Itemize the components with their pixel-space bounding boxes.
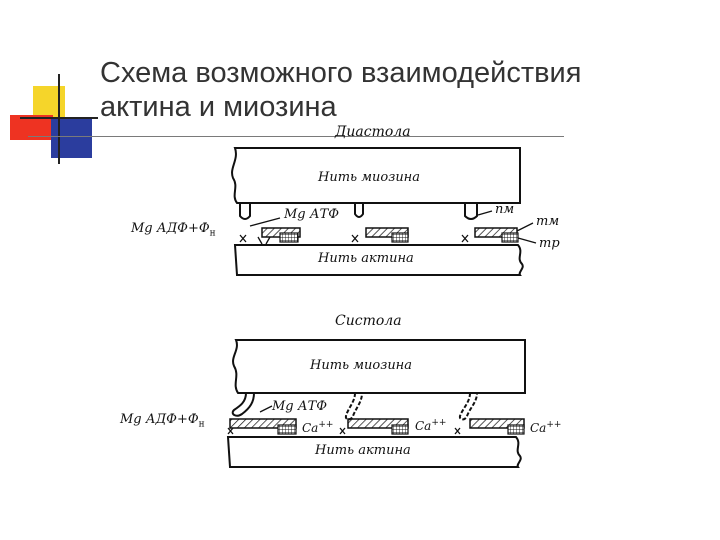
deco-horizontal-line [20, 117, 98, 119]
title-line-2: актина и миозина [100, 91, 337, 123]
ca-superscript: ++ [546, 420, 562, 430]
diastole-pointer-mgadf [249, 217, 281, 227]
deco-blue-square [51, 118, 92, 158]
systole-ca-label: Ca++ [530, 420, 561, 435]
systole-binding-site-mark [454, 427, 461, 435]
diastole-tr-label: тр [539, 236, 560, 251]
systole-myosin-filament [232, 339, 526, 394]
systole-mgadf-subscript: н [198, 419, 205, 430]
systole-ca-label: Ca++ [302, 420, 333, 435]
ca-text: Ca [415, 419, 432, 433]
systole-troponin-block [229, 418, 297, 435]
diastole-tm-label: тм [536, 214, 560, 229]
systole-diagram [226, 339, 526, 468]
diastole-myosin-filament [231, 147, 521, 204]
diastole-myosin-head [464, 203, 478, 220]
diastole-mgadf-label: Mg АДФ+Фн [131, 221, 216, 239]
systole-ca-label: Ca++ [415, 418, 446, 433]
diastole-myosin-head [239, 203, 251, 220]
systole-myosin-head [231, 392, 255, 417]
diastole-binding-site-mark [239, 234, 247, 243]
systole-actin-label: Нить актина [315, 443, 411, 458]
systole-pointer-mgatf [259, 405, 273, 413]
diastole-pointer-tm [516, 222, 534, 232]
systole-myosin-head [458, 392, 478, 421]
diastole-myosin-head [354, 203, 364, 218]
diastole-heading: Диастола [335, 124, 411, 140]
ca-text: Ca [530, 421, 547, 435]
diastole-troponin-block [257, 227, 301, 245]
deco-vertical-line [58, 74, 60, 164]
diastole-mgadf-subscript: н [209, 228, 216, 239]
diastole-actin-label: Нить актина [318, 251, 414, 266]
systole-binding-site-mark [339, 427, 346, 435]
ca-superscript: ++ [431, 418, 447, 428]
diastole-actin-filament [233, 244, 524, 276]
diastole-binding-site-mark [461, 234, 469, 243]
systole-mgadf-label: Mg АДФ+Фн [120, 412, 205, 430]
systole-myosin-label: Нить миозина [310, 358, 413, 373]
diastole-mgatf-label: Mg АТФ [284, 207, 340, 222]
deco-red-square [10, 115, 53, 140]
diastole-pointer-pm [477, 210, 493, 216]
slide-title: Схема возможного взаимодействия актина и… [100, 56, 700, 124]
systole-myosin-head [344, 392, 363, 421]
systole-troponin-block [347, 418, 409, 435]
diastole-diagram [231, 147, 537, 276]
systole-binding-site-mark [227, 427, 234, 435]
ca-superscript: ++ [318, 420, 334, 430]
systole-mgadf-text: Mg АДФ+Ф [120, 412, 199, 427]
diastole-pointer-tr [517, 237, 537, 244]
systole-actin-filament [226, 436, 522, 468]
systole-heading: Систола [335, 313, 402, 329]
ca-text: Ca [302, 421, 319, 435]
systole-troponin-block [469, 418, 525, 435]
diastole-mgadf-text: Mg АДФ+Ф [131, 221, 210, 236]
diastole-troponin-block [365, 227, 409, 243]
diastole-myosin-label: Нить миозина [318, 170, 421, 185]
diastole-pm-label: пм [495, 202, 515, 217]
diastole-troponin-block [474, 227, 519, 243]
title-line-1: Схема возможного взаимодействия [100, 57, 582, 89]
diastole-binding-site-mark [351, 234, 359, 243]
systole-mgatf-label: Mg АТФ [272, 399, 328, 414]
title-rule [28, 136, 564, 137]
